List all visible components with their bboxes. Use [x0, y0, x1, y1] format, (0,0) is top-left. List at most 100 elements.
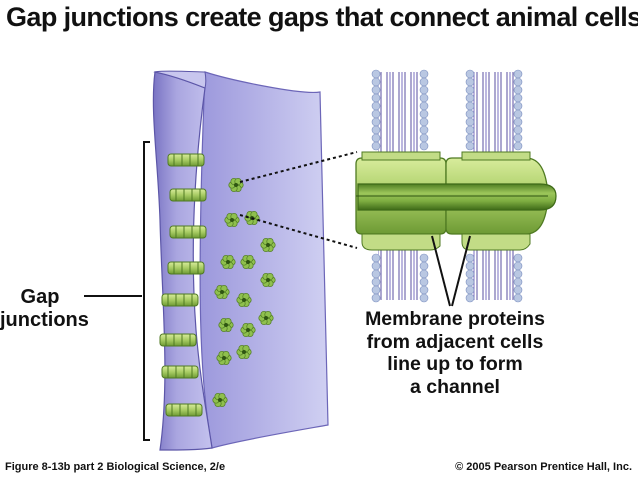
lipid-head	[513, 277, 523, 287]
lipid-head	[513, 293, 523, 303]
connexon-rosette	[216, 350, 232, 366]
lipid-head	[465, 109, 475, 119]
lipid-head	[371, 285, 381, 295]
connexon-rosette	[240, 254, 256, 270]
lipid-head	[419, 277, 429, 287]
connexon-rosette	[224, 212, 240, 228]
lipid-head	[465, 269, 475, 279]
connexon-rosettes	[212, 177, 276, 408]
membrane-proteins-label-line: from adjacent cells	[366, 330, 544, 353]
gap-junctions-label: Gap junctions	[0, 286, 89, 332]
junction-connectors	[159, 153, 207, 417]
lipid-head	[513, 253, 523, 263]
lipid-head	[371, 293, 381, 303]
lipid-head	[513, 125, 523, 135]
junction-connector	[169, 225, 207, 239]
lipid-head	[465, 285, 475, 295]
lipid-head	[371, 109, 381, 119]
lipid-head	[465, 133, 475, 143]
gap-junctions-label-line: Gap	[20, 286, 60, 308]
lipid-head	[465, 69, 475, 79]
gap-junction-bracket	[84, 141, 150, 441]
lipid-head	[513, 285, 523, 295]
lipid-head	[371, 101, 381, 111]
gap-junctions-label-line: junctions	[0, 309, 89, 331]
connexon-rosette	[258, 310, 274, 326]
connexon-rosette	[214, 284, 230, 300]
lipid-head	[371, 269, 381, 279]
lipid-head	[513, 93, 523, 103]
junction-connector	[161, 365, 199, 379]
lipid-head	[513, 85, 523, 95]
zoom-lines	[239, 151, 358, 249]
page-title: Gap junctions create gaps that connect a…	[6, 2, 638, 32]
lipid-head	[465, 141, 475, 151]
lipid-head	[371, 253, 381, 263]
copyright-notice: © 2005 Pearson Prentice Hall, Inc.	[455, 461, 632, 473]
lipid-head	[419, 101, 429, 111]
lipid-head	[371, 277, 381, 287]
lipid-head	[513, 133, 523, 143]
lipid-head	[371, 141, 381, 151]
lipid-head	[371, 125, 381, 135]
lipid-head	[419, 269, 429, 279]
lipid-head	[419, 261, 429, 271]
lipid-head	[419, 141, 429, 151]
connexon-rosette	[260, 272, 276, 288]
back-membrane	[199, 71, 329, 449]
lipid-head	[513, 77, 523, 87]
lipid-head	[465, 261, 475, 271]
connexon-rosette	[218, 317, 234, 333]
lipid-head	[513, 269, 523, 279]
lipid-head	[419, 77, 429, 87]
lipid-head	[419, 69, 429, 79]
lipid-head	[419, 85, 429, 95]
junction-connector	[167, 153, 205, 167]
connexon-rosette	[236, 292, 252, 308]
connexon-rosette	[236, 344, 252, 360]
junction-connector	[169, 188, 207, 202]
lipid-head	[419, 109, 429, 119]
zoom-inset	[355, 69, 557, 307]
lipid-head	[465, 77, 475, 87]
lipid-head	[419, 253, 429, 263]
lipid-head	[465, 277, 475, 287]
figure-caption: Figure 8-13b part 2 Biological Science, …	[5, 461, 226, 473]
lipid-head	[371, 117, 381, 127]
lipid-head	[465, 85, 475, 95]
junction-connector	[165, 403, 203, 417]
channel-proteins	[355, 151, 557, 251]
connexon-rosette	[228, 177, 244, 193]
lipid-head	[465, 293, 475, 303]
lipid-head	[371, 133, 381, 143]
junction-connector	[161, 293, 199, 307]
connexon-rosette	[244, 210, 260, 226]
lipid-head	[465, 101, 475, 111]
connexon-rosette	[220, 254, 236, 270]
lipid-head	[419, 285, 429, 295]
lipid-head	[465, 93, 475, 103]
connexon-rosette	[240, 322, 256, 338]
pointer-lines	[431, 235, 471, 307]
lipid-head	[513, 117, 523, 127]
lipid-head	[371, 69, 381, 79]
lipid-head	[465, 125, 475, 135]
membrane-proteins-label-line: Membrane proteins	[365, 308, 545, 330]
lipid-head	[371, 93, 381, 103]
lipid-head	[513, 261, 523, 271]
lipid-head	[419, 293, 429, 303]
membrane-proteins-label-line: line up to form	[387, 353, 523, 375]
front-membrane	[152, 70, 213, 451]
lipid-head	[371, 77, 381, 87]
connexon-rosette	[260, 237, 276, 253]
membrane-proteins-label: Membrane proteins from adjacent cells li…	[350, 308, 560, 398]
lipid-head	[513, 101, 523, 111]
lipid-head	[371, 85, 381, 95]
lipid-head	[419, 125, 429, 135]
lipid-head	[371, 261, 381, 271]
junction-connector	[159, 333, 197, 347]
lipid-head	[513, 109, 523, 119]
membrane-proteins-label-line: a channel	[410, 375, 500, 398]
lipid-head	[513, 69, 523, 79]
